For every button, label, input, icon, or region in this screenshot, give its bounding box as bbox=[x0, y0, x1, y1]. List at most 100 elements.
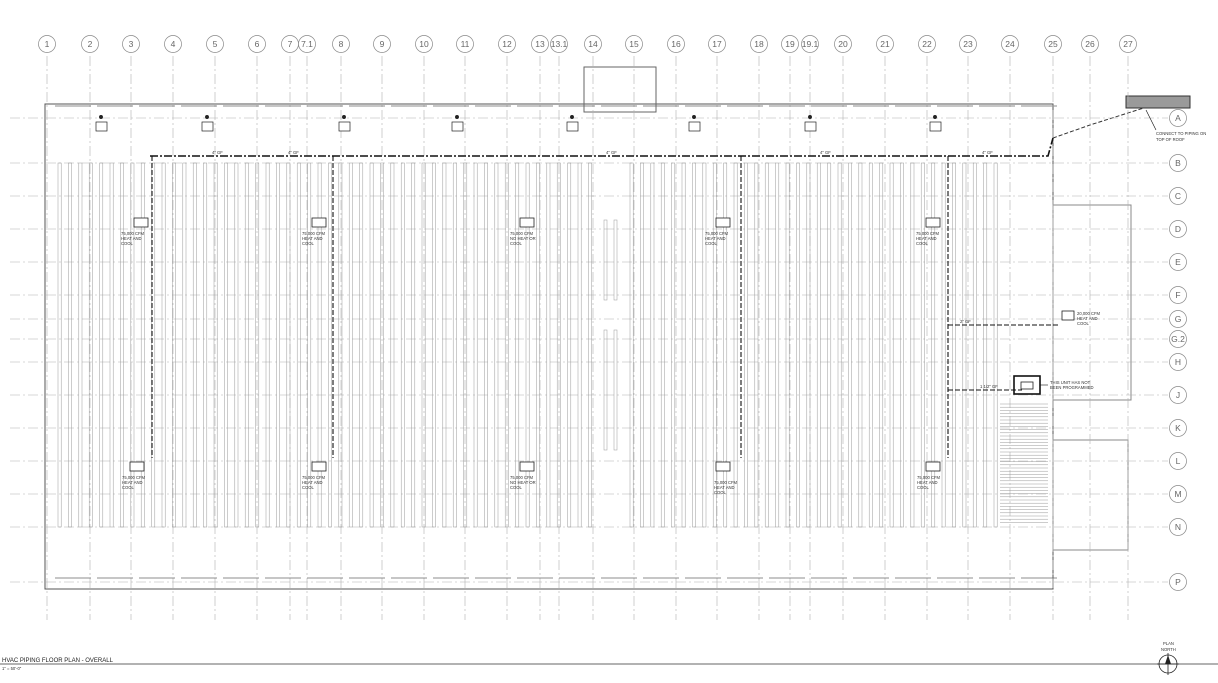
drawing-scale: 1" = 50'-0" bbox=[2, 666, 22, 671]
rack-row bbox=[603, 329, 608, 451]
main-gas-pipe bbox=[150, 137, 1054, 157]
rack-row bbox=[941, 162, 946, 528]
grid-row-label: E bbox=[1175, 257, 1181, 267]
rack-row bbox=[88, 162, 93, 528]
grid-row-label: B bbox=[1175, 158, 1181, 168]
ahu-mode-2: COOL bbox=[121, 241, 134, 246]
rack-row bbox=[764, 162, 769, 528]
grid-bubble-row: K bbox=[1169, 419, 1187, 437]
rack-row bbox=[473, 162, 478, 528]
grid-col-label: 22 bbox=[922, 39, 932, 49]
rack-row bbox=[754, 162, 759, 528]
rack-row bbox=[57, 162, 62, 528]
roof-connection-note: CONNECT TO PIPING ON TOP OF ROOF bbox=[1145, 109, 1206, 142]
rack-row bbox=[827, 162, 832, 528]
rack-row bbox=[213, 162, 218, 528]
grid-bubble-col: 2 bbox=[81, 35, 99, 53]
rack-row bbox=[369, 162, 374, 528]
grid-row-label: A bbox=[1175, 113, 1181, 123]
grid-bubble-col: 8 bbox=[332, 35, 350, 53]
heater-hanger-icon bbox=[455, 115, 459, 119]
ahu-mode-2: COOL bbox=[302, 485, 315, 490]
grid-col-label: 23 bbox=[963, 39, 973, 49]
rack-row bbox=[848, 162, 852, 528]
rack-row bbox=[317, 162, 322, 528]
rack-row bbox=[525, 162, 530, 528]
grid-bubble-row: F bbox=[1169, 286, 1187, 304]
grid-row-label: H bbox=[1175, 357, 1181, 367]
rack-row bbox=[411, 162, 416, 528]
rack-row bbox=[629, 162, 634, 528]
grid-row-label: F bbox=[1175, 290, 1180, 300]
rack-row bbox=[796, 162, 800, 528]
ahu-3: 75,000 CFM NO HEAT OR COOL bbox=[510, 217, 536, 246]
grid-bubble-row: H bbox=[1169, 353, 1187, 371]
grid-col-label: 24 bbox=[1005, 39, 1015, 49]
rack-row bbox=[504, 162, 509, 528]
ahu-mode: HEAT AND bbox=[705, 236, 726, 241]
rack-row bbox=[515, 162, 520, 528]
rack-row bbox=[307, 162, 312, 528]
unprogrammed-note-1: THIS UNIT HAS NOT bbox=[1050, 380, 1091, 385]
rack-row bbox=[640, 162, 644, 528]
grid-bubble-row: M bbox=[1169, 485, 1187, 503]
grid-bubble-row: G bbox=[1169, 310, 1187, 328]
rack-row bbox=[785, 162, 790, 528]
grid-col-label: 25 bbox=[1048, 39, 1058, 49]
ahu-5: 75,000 CFM HEAT AND COOL bbox=[916, 217, 941, 246]
rack-row bbox=[348, 162, 353, 528]
rack-row bbox=[613, 329, 618, 451]
rack-row bbox=[359, 162, 364, 528]
grid-col-label: 10 bbox=[419, 39, 429, 49]
grid-col-label: 19 bbox=[785, 39, 795, 49]
rack-row bbox=[244, 162, 249, 528]
grid-col-label: 18 bbox=[754, 39, 764, 49]
grid-col-label: 15 bbox=[629, 39, 639, 49]
grid-col-label: 3 bbox=[129, 39, 134, 49]
ahu-mode-2: COOL bbox=[510, 485, 523, 490]
rack-row bbox=[577, 162, 582, 528]
rack-row bbox=[192, 162, 197, 528]
ahu-9: 75,000 CFM HEAT AND COOL bbox=[714, 461, 738, 495]
heater-hanger-icon bbox=[205, 115, 209, 119]
grid-row-label: M bbox=[1174, 489, 1181, 499]
pipe-label: 4" GF bbox=[820, 150, 831, 155]
ahu-cfm: 75,000 CFM bbox=[302, 231, 326, 236]
grid-col-label: 13 bbox=[535, 39, 545, 49]
unprogrammed-unit: THIS UNIT HAS NOT BEEN PROGRAMMED bbox=[1013, 375, 1094, 395]
rack-row bbox=[234, 162, 239, 528]
rack-row bbox=[421, 162, 426, 528]
grid-row-label: D bbox=[1175, 224, 1181, 234]
office-unit: 20,000 CFM HEAT AND COOL bbox=[1061, 310, 1101, 326]
unit-heater-icon bbox=[95, 121, 108, 132]
roof-connection-pipe bbox=[1052, 105, 1151, 139]
gas-piping bbox=[150, 137, 1058, 458]
grid-col-label: 16 bbox=[671, 39, 681, 49]
rack-row bbox=[172, 162, 176, 528]
grid-bubble-col: 1 bbox=[38, 35, 56, 53]
grid-bubble-col: 5 bbox=[206, 35, 224, 53]
heater-hanger-icon bbox=[99, 115, 103, 119]
rack-row bbox=[338, 162, 343, 528]
ahu-cfm: 75,000 CFM bbox=[302, 475, 326, 480]
rack-row bbox=[972, 162, 977, 528]
rack-row bbox=[463, 162, 468, 528]
grid-col-label: 12 bbox=[502, 39, 512, 49]
grid-lines bbox=[10, 56, 1168, 620]
rack-row bbox=[837, 162, 842, 528]
rack-row bbox=[900, 162, 904, 528]
pipe-label: 4" GF bbox=[212, 150, 223, 155]
grid-bubble-row: D bbox=[1169, 220, 1187, 238]
ahu-2: 75,000 CFM HEAT AND COOL bbox=[302, 217, 327, 246]
ahu-cfm: 75,000 CFM bbox=[916, 231, 940, 236]
rack-row bbox=[286, 162, 291, 528]
grid-bubble-col: 25 bbox=[1044, 35, 1062, 53]
ahu-mode: HEAT AND bbox=[714, 485, 735, 490]
office-unit-mode-2: COOL bbox=[1077, 321, 1090, 326]
grid-bubble-col: 9 bbox=[373, 35, 391, 53]
rack-row bbox=[99, 162, 104, 528]
drawing-title: HVAC PIPING FLOOR PLAN - OVERALL bbox=[2, 658, 114, 664]
air-handling-units: 75,000 CFM HEAT AND COOL 75,000 CFM HEAT… bbox=[121, 217, 941, 495]
pipe-label: 4" GF bbox=[606, 150, 617, 155]
rack-row bbox=[400, 162, 405, 528]
